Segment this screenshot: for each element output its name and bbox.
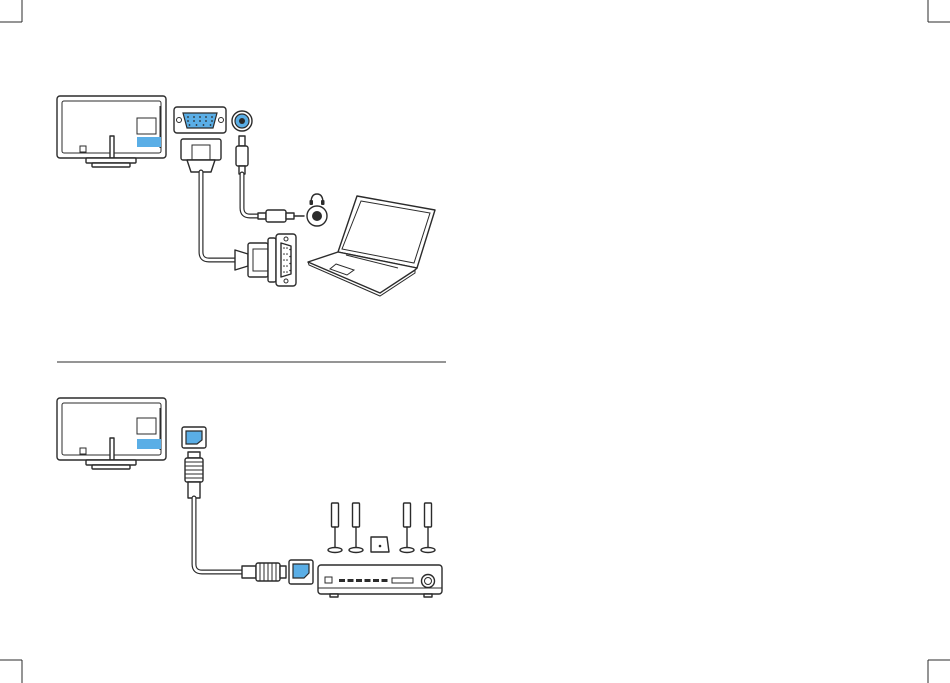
headphone-jack — [307, 206, 327, 226]
vga-cable-connector-top — [181, 139, 221, 172]
av-receiver — [318, 565, 442, 597]
laptop-vga-port — [276, 234, 296, 286]
subwoofer — [371, 537, 389, 552]
audio-plug-bottom — [258, 210, 304, 222]
vga-cable-connector-bottom — [235, 238, 276, 282]
audio-cable — [242, 174, 258, 216]
tv-port-highlight — [137, 137, 161, 147]
tv-back — [57, 96, 166, 167]
tv-back-2 — [57, 398, 166, 469]
panel-vga-audio — [57, 96, 435, 296]
panel-optical-audio — [57, 398, 442, 597]
audio-plug-top — [236, 136, 248, 174]
laptop — [308, 196, 435, 296]
optical-input — [289, 560, 313, 584]
vga-cable — [201, 172, 235, 260]
headphone-icon — [310, 194, 325, 205]
audio-out-jack — [232, 111, 252, 131]
speaker — [328, 503, 342, 553]
vga-port — [174, 107, 226, 133]
optical-plug-bottom — [242, 563, 286, 581]
speaker — [400, 503, 414, 553]
tv-port-highlight-2 — [137, 439, 161, 449]
speaker — [421, 503, 435, 553]
optical-plug-top — [185, 452, 203, 498]
optical-cable — [194, 498, 242, 572]
optical-port — [182, 427, 206, 448]
speaker — [349, 503, 363, 553]
